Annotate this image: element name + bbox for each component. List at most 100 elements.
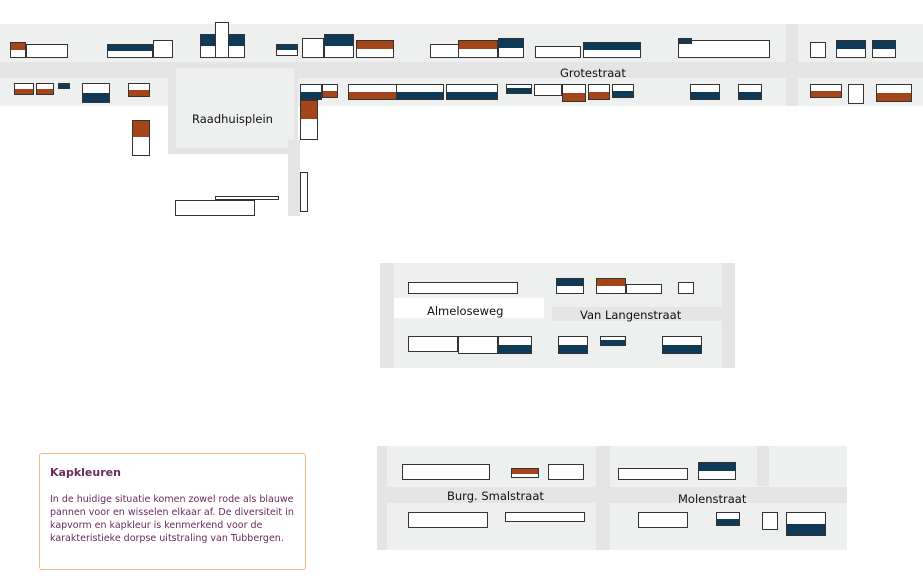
middle-map-white: [394, 298, 544, 318]
building-elevation: [153, 40, 173, 58]
building-elevation: [836, 40, 866, 58]
blue-roof: [499, 39, 523, 48]
blue-roof: [584, 43, 640, 50]
building-elevation: [872, 40, 896, 58]
building-elevation: [356, 40, 394, 58]
almeloseweg-road: [380, 263, 394, 368]
building-elevation: [408, 512, 488, 528]
raadhuisplein-inner: [176, 68, 294, 148]
building-elevation: [588, 84, 610, 100]
bottom-main-road: [377, 487, 847, 503]
street-label-grotestraat: Grotestraat: [560, 66, 626, 80]
red-roof: [11, 43, 25, 50]
bottom-right-road: [757, 446, 769, 486]
building-elevation: [738, 84, 762, 100]
red-roof: [323, 91, 337, 97]
blue-roof: [325, 35, 353, 46]
building-elevation: [300, 84, 322, 100]
blue-roof: [663, 345, 701, 353]
red-roof: [597, 279, 625, 286]
building-elevation: [662, 336, 702, 354]
building-elevation: [322, 84, 338, 98]
blue-roof: [739, 92, 761, 99]
blue-roof: [507, 88, 531, 93]
building-elevation: [638, 512, 688, 528]
building-elevation: [446, 84, 498, 100]
blue-roof: [873, 41, 895, 49]
red-roof: [589, 92, 609, 99]
building-elevation: [302, 38, 324, 58]
red-roof: [357, 41, 393, 49]
building-elevation: [556, 278, 584, 294]
building-elevation: [534, 84, 562, 96]
building-elevation: [498, 38, 524, 58]
red-roof: [133, 121, 149, 137]
blue-roof: [679, 39, 691, 43]
building-elevation: [626, 284, 662, 294]
blue-roof: [837, 41, 865, 49]
building-elevation: [215, 22, 229, 58]
building-elevation: [506, 84, 532, 94]
building-elevation: [458, 40, 498, 58]
infobox-text: In de huidige situatie komen zowel rode …: [50, 494, 294, 544]
building-elevation: [128, 83, 150, 97]
blue-roof: [397, 92, 443, 99]
building-elevation: [786, 512, 826, 536]
kapkleuren-infobox: Kapkleuren In de huidige situatie komen …: [39, 453, 306, 570]
building-elevation: [408, 336, 458, 352]
building-elevation: [810, 84, 842, 98]
building-elevation: [505, 512, 585, 522]
blue-roof: [301, 92, 321, 99]
red-roof: [15, 89, 33, 94]
blue-roof: [559, 345, 587, 353]
building-elevation: [600, 336, 626, 346]
building-elevation: [408, 282, 518, 294]
blue-roof: [447, 92, 497, 99]
blue-roof: [601, 340, 625, 345]
bottom-left-road: [377, 446, 387, 550]
building-elevation: [810, 42, 826, 58]
building-elevation: [596, 278, 626, 294]
building-elevation: [324, 34, 354, 58]
building-elevation: [458, 336, 498, 354]
building-elevation: [348, 84, 398, 100]
van-langenstraat-road: [552, 307, 735, 321]
street-label-molenstraat: Molenstraat: [678, 492, 747, 506]
building-elevation: [402, 464, 490, 480]
building-elevation: [535, 46, 581, 58]
building-elevation: [678, 282, 694, 294]
building-elevation: [26, 44, 68, 58]
blue-roof: [557, 279, 583, 286]
building-elevation: [848, 84, 864, 104]
building-elevation: [562, 84, 586, 102]
red-roof: [37, 89, 53, 94]
red-roof: [129, 90, 149, 96]
building-elevation: [132, 120, 150, 156]
blue-roof: [691, 92, 719, 99]
grotestraat-divider: [786, 24, 798, 106]
building-elevation: [175, 200, 255, 216]
building-elevation: [10, 42, 26, 58]
red-roof: [349, 92, 397, 99]
red-roof: [512, 469, 538, 474]
red-roof: [811, 91, 841, 97]
blue-roof: [613, 91, 633, 97]
building-elevation: [548, 464, 584, 480]
building-elevation: [618, 468, 688, 480]
building-elevation: [678, 40, 770, 58]
building-elevation: [300, 172, 308, 212]
building-elevation: [583, 42, 641, 58]
blue-roof: [83, 93, 109, 102]
raadhuisplein-road-east: [288, 140, 300, 216]
infobox-title: Kapkleuren: [50, 466, 121, 479]
building-elevation: [300, 100, 318, 140]
blue-roof: [277, 45, 297, 50]
building-elevation: [612, 84, 634, 98]
building-elevation: [107, 44, 153, 58]
grotestraat-road: [0, 62, 923, 78]
red-roof: [563, 93, 585, 101]
street-label-raadhuisplein: Raadhuisplein: [192, 112, 273, 126]
blue-roof: [59, 84, 69, 88]
building-elevation: [498, 336, 532, 354]
building-elevation: [82, 83, 110, 103]
